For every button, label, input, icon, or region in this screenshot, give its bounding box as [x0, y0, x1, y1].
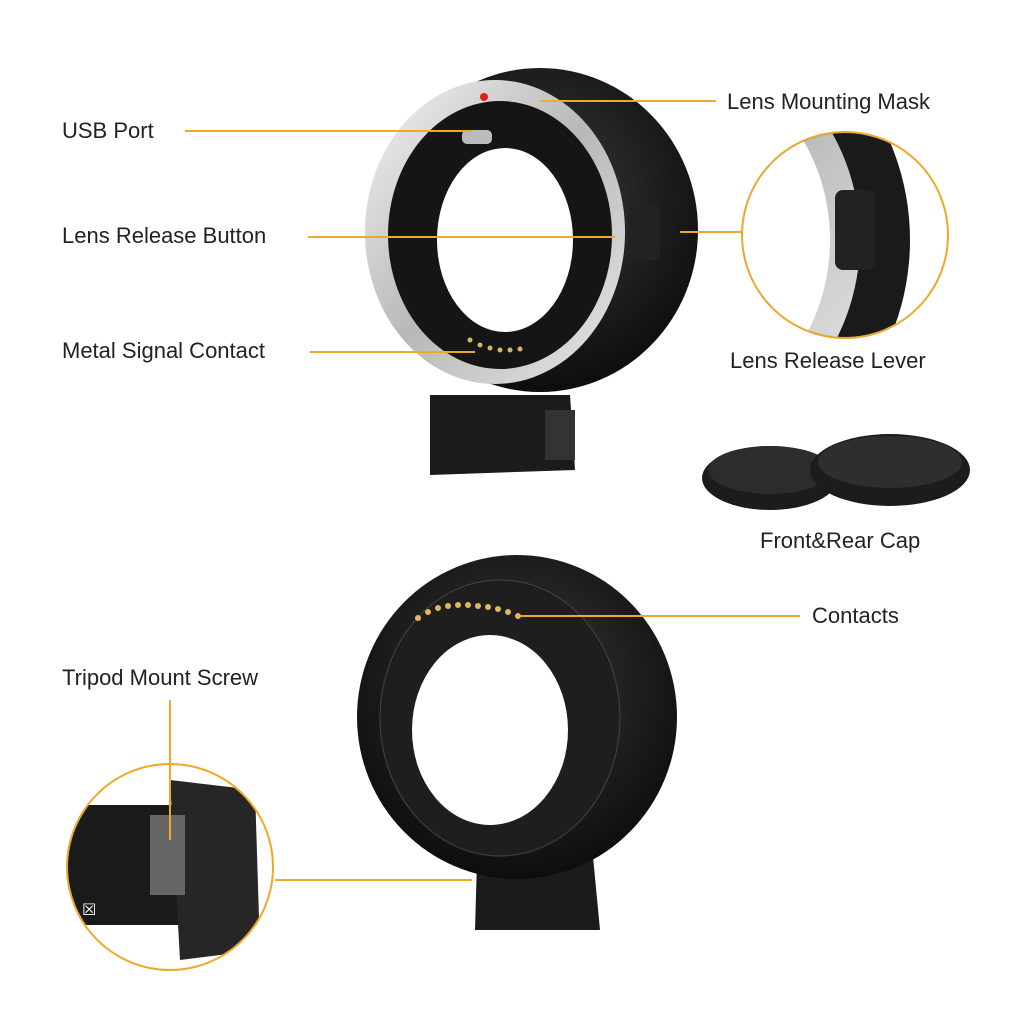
label-tripod-mount-screw: Tripod Mount Screw — [62, 665, 259, 690]
label-lens-release-lever: Lens Release Lever — [730, 348, 926, 373]
svg-text:☒: ☒ — [82, 900, 96, 919]
label-lens-release-button: Lens Release Button — [62, 223, 267, 248]
label-lens-mounting-mask: Lens Mounting Mask — [727, 89, 930, 114]
label-usb-port: USB Port — [62, 118, 154, 143]
leader-lines — [169, 100, 800, 881]
adapter-front-view — [365, 68, 698, 475]
label-metal-signal-contact: Metal Signal Contact — [62, 338, 265, 363]
label-front-rear-cap: Front&Rear Cap — [760, 528, 921, 553]
front-rear-caps — [702, 434, 970, 510]
label-contacts: Contacts — [812, 603, 899, 628]
tripod-detail-zoom: ☒ — [66, 763, 274, 971]
adapter-rear-view — [357, 555, 677, 930]
